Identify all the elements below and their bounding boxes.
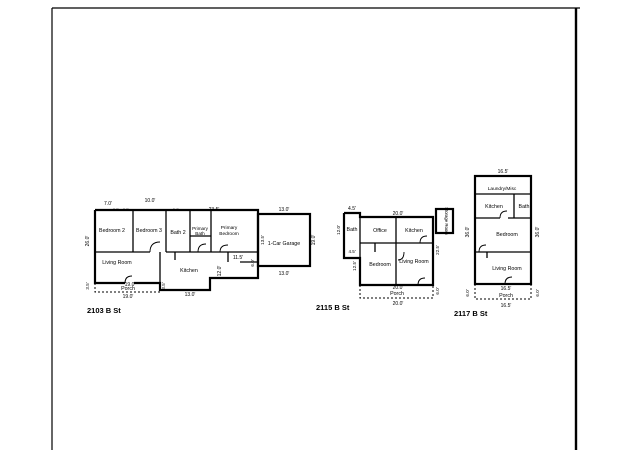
dim-2117-top: 16.5' — [498, 169, 509, 175]
dim-2115-side-b: 4.5' — [348, 249, 355, 254]
room-primary-bedroom-label-a: Primary — [221, 225, 238, 231]
room-living-room-2103: Living Room — [102, 260, 132, 266]
dim-2103-garage-bottom: 13.0' — [279, 271, 290, 277]
dim-2117-bottom: 16.5' — [501, 286, 512, 292]
plan-2115-entry-door — [417, 277, 426, 286]
plan-2115-interior — [359, 217, 433, 285]
plan-2103-entry-door — [124, 275, 133, 284]
room-porch-2115: Porch — [390, 291, 404, 297]
dim-2103-top-c: 23.5' — [209, 207, 220, 213]
room-kitchen-2117: Kitchen — [485, 204, 503, 210]
dim-2103-garage-left-low: 6.0' — [250, 259, 255, 266]
room-primary-bedroom-label-b: Bedroom — [219, 231, 238, 237]
plan-2117-interior — [475, 193, 531, 258]
dim-2117-right: 36.0' — [535, 227, 541, 238]
room-bath-2-2103: Bath 2 — [170, 230, 185, 236]
dim-2103-garage-left: 13.5' — [260, 235, 265, 245]
address-2103: 2103 B St — [87, 306, 121, 315]
room-bedroom-2117: Bedroom — [496, 232, 518, 238]
dim-2103-garage-right: 19.0' — [311, 235, 317, 246]
room-office-2115: Office — [373, 228, 387, 234]
address-2117: 2117 B St — [454, 309, 488, 318]
room-primary-bath-label-a: Primary — [192, 226, 209, 231]
plan-2117-walls — [473, 174, 533, 286]
dim-2103-small-1: 2.5' — [113, 207, 120, 212]
dim-2117-porch-left: 6.0' — [465, 289, 470, 296]
dim-2103-mid: 11.5' — [233, 255, 243, 261]
dim-2103-top-a: 7.0' — [104, 201, 112, 207]
plan-2117-entry-door — [504, 276, 513, 285]
room-living-room-2117: Living Room — [492, 266, 522, 272]
plan-2103: Bedroom 2 Bedroom 3 Bath 2 Primary Bath … — [85, 198, 317, 315]
dim-2103-porch-side: 3.5' — [161, 282, 166, 289]
dim-2115-porch-side: 6.0' — [435, 287, 440, 294]
room-porch-2103: Porch — [121, 286, 135, 292]
dim-2117-porch-base: 16.5' — [501, 303, 512, 309]
plan-2117: Laundry/Misc Kitchen Bath Bedroom Living… — [454, 169, 541, 318]
dim-2115-porch-base: 20.0' — [393, 301, 404, 307]
dim-2115-bath-top: 4.5' — [348, 206, 356, 212]
plan-2115-walls — [342, 207, 455, 287]
room-porch-2117: Porch — [499, 293, 513, 299]
room-kitchen-2103: Kitchen — [180, 268, 198, 274]
room-bedroom-3-2103: Bedroom 3 — [136, 228, 162, 234]
dim-2115-side-a: 12.5' — [352, 261, 357, 271]
dim-2103-kitchen-side: 12.0' — [217, 266, 223, 277]
plan-2115-porch — [359, 285, 434, 299]
room-bedroom-2115: Bedroom — [369, 262, 391, 268]
dim-2103-bottom: 13.0' — [185, 292, 196, 298]
plan-2103-interior — [95, 210, 258, 283]
plan-2115: Bath Office Kitchen Storage Room Bedroom… — [316, 206, 455, 312]
room-primary-bath-label-b: Bath — [195, 231, 205, 236]
room-storage-2115: Storage Room — [444, 207, 449, 235]
plan-2103-porch — [94, 283, 161, 293]
dim-2115-bath-side: 12.0' — [336, 225, 341, 235]
dim-2103-left: 26.0' — [85, 236, 91, 247]
room-laundry-2117: Laundry/Misc — [488, 186, 517, 192]
dim-2103-top-garage: 13.0' — [279, 207, 290, 213]
dim-2117-porch-right: 6.0' — [535, 289, 540, 296]
address-2115: 2115 B St — [316, 303, 350, 312]
dim-2103-small-2: 3.5' — [123, 207, 130, 212]
dim-2117-left: 36.0' — [465, 227, 471, 238]
dim-2103-base: 19.0' — [123, 294, 134, 300]
dim-2115-top: 20.0' — [393, 211, 404, 217]
dim-2103-small-3: 5.0' — [173, 207, 180, 212]
room-kitchen-2115: Kitchen — [405, 228, 423, 234]
room-garage-2103: 1-Car Garage — [268, 241, 300, 247]
dim-2103-left-low: 3.5' — [85, 282, 90, 289]
room-bath-2117: Bath — [519, 204, 530, 210]
room-bedroom-2-2103: Bedroom 2 — [99, 228, 125, 234]
dim-2103-porch-w: 19.0' — [125, 282, 136, 288]
room-living-room-2115: Living Room — [399, 259, 429, 265]
dim-2115-right: 22.5' — [435, 245, 440, 255]
dim-2103-top-b: 10.0' — [145, 198, 156, 204]
sheet-border — [51, 7, 580, 450]
room-bath-2115: Bath — [347, 227, 358, 233]
dim-2115-bottom: 20.0' — [393, 285, 404, 291]
